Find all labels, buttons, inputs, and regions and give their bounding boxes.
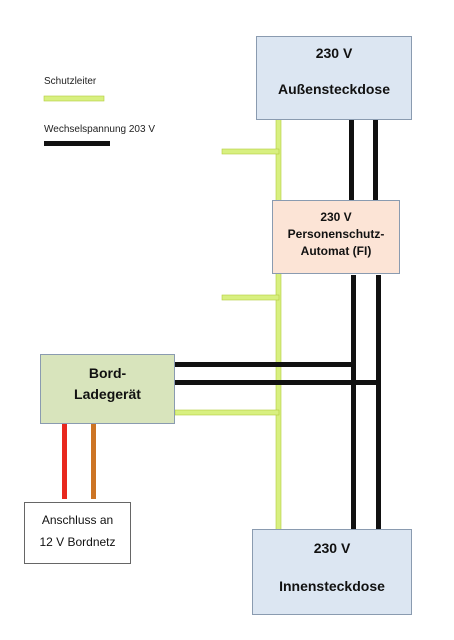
ac-wire-rcd-to-inner-1	[351, 275, 356, 529]
legend-ac-label: Wechselspannung 203 V	[44, 124, 156, 135]
rcd-box: 230 V Personenschutz- Automat (FI)	[272, 200, 400, 274]
outer-socket-voltage: 230 V	[315, 45, 353, 61]
protective-stub-middle	[221, 294, 280, 301]
protective-trunk	[275, 111, 282, 533]
protective-to-charger	[174, 409, 280, 416]
inner-socket-box: 230 V Innensteckdose	[252, 529, 412, 615]
charger-line2: Ladegerät	[74, 386, 141, 402]
charger-line1: Bord-	[88, 365, 127, 381]
connection-box: Anschluss an 12 V Bordnetz	[24, 502, 131, 564]
ac-wire-to-charger-1	[170, 362, 355, 367]
rcd-line1: Personenschutz-	[287, 227, 385, 241]
dc-wire-orange	[91, 423, 96, 499]
outer-socket-name: Außensteckdose	[277, 81, 391, 97]
inner-socket-name: Innensteckdose	[279, 578, 385, 594]
legend-ac-swatch	[44, 141, 110, 146]
dc-wire-red	[62, 423, 67, 499]
outer-socket-box: 230 V Außensteckdose	[256, 36, 412, 120]
charger-box: Bord- Ladegerät	[40, 354, 175, 424]
connection-line1: Anschluss an	[41, 513, 114, 527]
inner-socket-voltage: 230 V	[313, 540, 351, 556]
protective-conductor	[174, 111, 282, 533]
rcd-line2: Automat (FI)	[300, 244, 372, 258]
connection-line2: 12 V Bordnetz	[39, 535, 116, 549]
protective-stub-top	[221, 148, 280, 155]
ac-conductors	[170, 110, 381, 529]
ac-wire-outer-to-rcd-1	[349, 110, 354, 204]
rcd-voltage: 230 V	[320, 210, 352, 224]
ac-wire-rcd-to-inner-2	[376, 275, 381, 529]
ac-wire-to-charger-2	[170, 380, 380, 385]
legend-protective-label: Schutzleiter	[44, 76, 97, 87]
ac-wire-outer-to-rcd-2	[373, 110, 378, 204]
legend-protective-swatch	[43, 95, 105, 102]
